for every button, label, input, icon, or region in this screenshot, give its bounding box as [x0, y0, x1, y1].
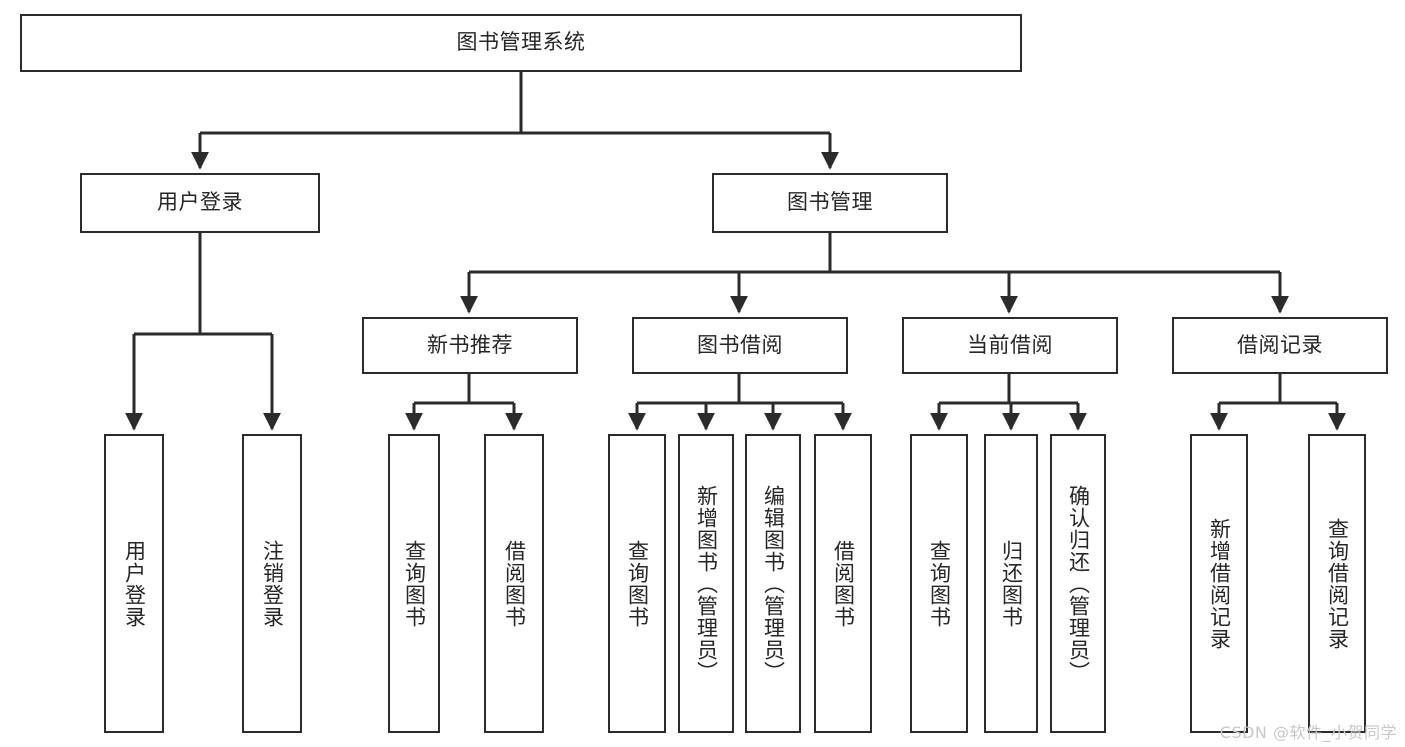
node-label: 归还图书	[999, 539, 1024, 628]
node-leaf-add-book[interactable]: 新增图书（管理员）	[678, 434, 734, 733]
csdn-watermark: CSDN @软件_小贺同学	[1219, 723, 1397, 742]
node-label: 用户登录	[122, 539, 147, 628]
node-leaf-add-record[interactable]: 新增借阅记录	[1190, 434, 1248, 733]
node-label: 注销登录	[260, 539, 285, 628]
node-label: 借阅记录	[1237, 332, 1323, 357]
node-leaf-user-login[interactable]: 用户登录	[104, 434, 164, 733]
node-leaf-query-book-3[interactable]: 查询图书	[910, 434, 968, 733]
node-leaf-return-book[interactable]: 归还图书	[984, 434, 1038, 733]
node-label: 查询图书	[625, 539, 650, 628]
node-leaf-borrow-book-2[interactable]: 借阅图书	[814, 434, 872, 733]
node-leaf-query-book-2[interactable]: 查询图书	[608, 434, 666, 733]
node-label: 图书借阅	[697, 332, 783, 357]
node-leaf-user-logout[interactable]: 注销登录	[242, 434, 302, 733]
node-label: 当前借阅	[967, 332, 1053, 357]
node-leaf-confirm-return[interactable]: 确认归还（管理员）	[1050, 434, 1106, 733]
node-leaf-query-book-1[interactable]: 查询图书	[388, 434, 440, 733]
node-label: 新书推荐	[427, 332, 513, 357]
node-label: 查询借阅记录	[1325, 517, 1350, 650]
node-label: 编辑图书（管理员）	[761, 484, 786, 683]
node-current-borrow[interactable]: 当前借阅	[902, 317, 1118, 374]
node-label: 借阅图书	[831, 539, 856, 628]
node-book-manage[interactable]: 图书管理	[712, 173, 948, 233]
node-borrow-record[interactable]: 借阅记录	[1172, 317, 1388, 374]
node-new-book-rec[interactable]: 新书推荐	[362, 317, 578, 374]
node-leaf-borrow-book-1[interactable]: 借阅图书	[484, 434, 544, 733]
node-label: 查询图书	[402, 539, 427, 628]
node-label: 查询图书	[927, 539, 952, 628]
node-label: 图书管理	[787, 190, 873, 215]
node-label: 新增借阅记录	[1207, 517, 1232, 650]
node-user-login[interactable]: 用户登录	[80, 173, 320, 233]
node-leaf-edit-book[interactable]: 编辑图书（管理员）	[745, 434, 801, 733]
node-root-图书管理系统[interactable]: 图书管理系统	[20, 14, 1022, 72]
node-leaf-query-record[interactable]: 查询借阅记录	[1308, 434, 1366, 733]
node-label: 新增图书（管理员）	[694, 484, 719, 683]
node-book-borrow[interactable]: 图书借阅	[632, 317, 848, 374]
node-label: 图书管理系统	[456, 30, 586, 55]
node-label: 确认归还（管理员）	[1066, 484, 1091, 683]
node-label: 用户登录	[157, 190, 243, 215]
node-label: 借阅图书	[502, 539, 527, 628]
